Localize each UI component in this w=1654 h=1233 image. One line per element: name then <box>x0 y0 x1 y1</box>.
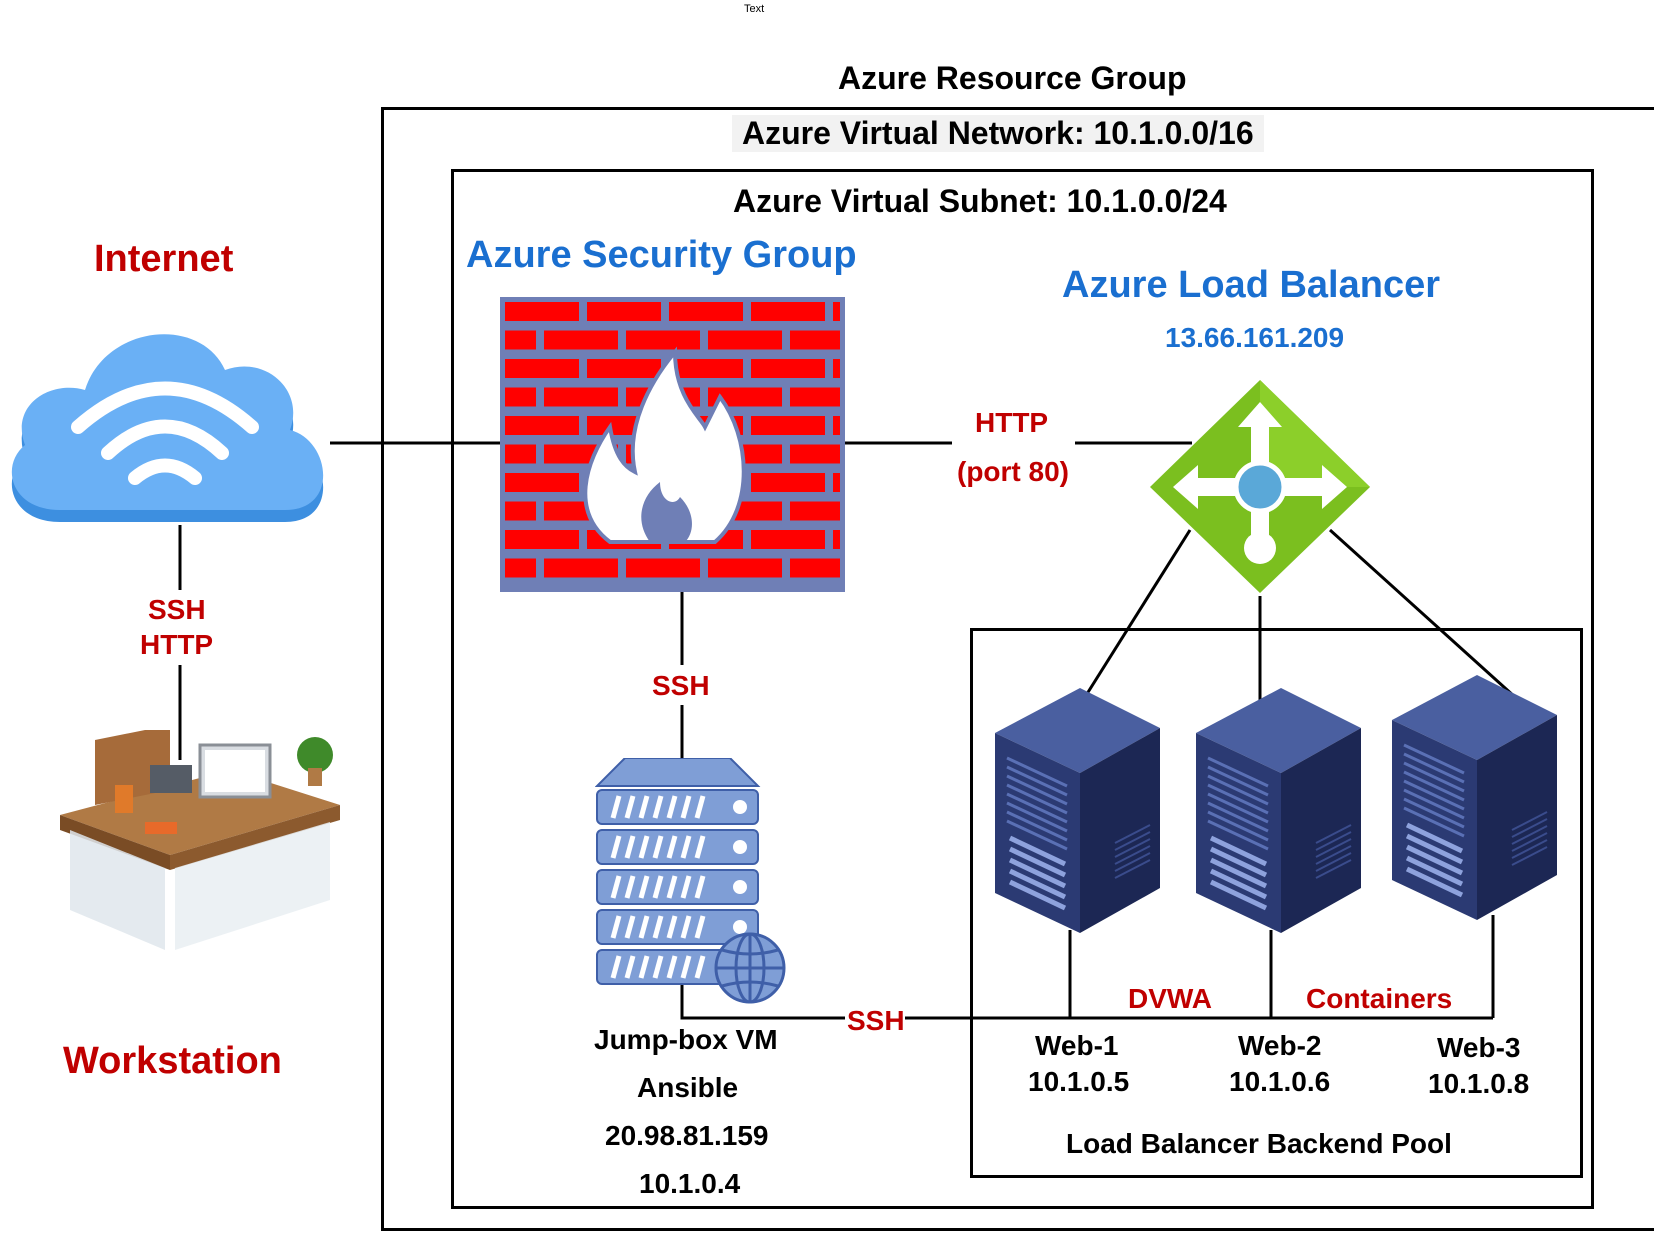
workstation-link-http: HTTP <box>140 629 214 660</box>
cloud-wifi-icon <box>11 334 324 522</box>
firewall-ssh-label: SSH <box>652 670 710 701</box>
backend-pool-box <box>970 628 1583 1178</box>
jumpbox-server-icon <box>595 758 786 1004</box>
lb-to-web1-line <box>1083 529 1192 698</box>
web-3-name: Web-3 <box>1437 1032 1521 1063</box>
load-balancer-icon <box>1150 380 1370 593</box>
canvas-text: Text <box>744 3 765 15</box>
security-group-title: Azure Security Group <box>466 234 857 276</box>
vnet-title: Azure Virtual Network: 10.1.0.0/16 <box>732 115 1264 152</box>
dvwa-label: DVWA <box>1128 983 1212 1014</box>
jumpbox-private-ip: 10.1.0.4 <box>639 1168 741 1199</box>
resource-group-box <box>381 107 1654 1231</box>
jumpbox-name: Jump-box VM <box>594 1024 778 1055</box>
http-link-label: HTTP <box>975 407 1049 438</box>
web-3-ip: 10.1.0.8 <box>1428 1068 1530 1099</box>
lb-to-web3-line <box>1328 528 1517 699</box>
load-balancer-ip: 13.66.161.209 <box>1165 322 1345 353</box>
firewall-icon <box>500 297 845 592</box>
jumpbox-role: Ansible <box>637 1072 739 1103</box>
workstation-link-ssh: SSH <box>148 594 206 625</box>
subnet-title: Azure Virtual Subnet: 10.1.0.0/24 <box>733 183 1227 219</box>
http-port-label: (port 80) <box>957 456 1069 487</box>
backend-pool-title: Load Balancer Backend Pool <box>1066 1128 1452 1159</box>
ssh-bus-label: SSH <box>847 1005 905 1036</box>
resource-group-title: Azure Resource Group <box>838 60 1187 96</box>
web-2-ip: 10.1.0.6 <box>1229 1066 1331 1097</box>
load-balancer-title: Azure Load Balancer <box>1062 264 1440 306</box>
web-3-server-icon <box>1392 675 1557 920</box>
containers-label: Containers <box>1306 983 1453 1014</box>
web-2-server-icon <box>1196 688 1361 933</box>
virtual-network-box <box>451 169 1594 1209</box>
workstation-label: Workstation <box>63 1040 282 1082</box>
web-1-name: Web-1 <box>1035 1030 1119 1061</box>
web-1-ip: 10.1.0.5 <box>1028 1066 1130 1097</box>
web-2-name: Web-2 <box>1238 1030 1322 1061</box>
web-1-server-icon <box>995 688 1160 933</box>
jumpbox-public-ip: 20.98.81.159 <box>605 1120 769 1151</box>
internet-label: Internet <box>94 238 234 280</box>
ssh-bus-line-left <box>680 985 845 1020</box>
workstation-desk-icon <box>60 730 340 950</box>
